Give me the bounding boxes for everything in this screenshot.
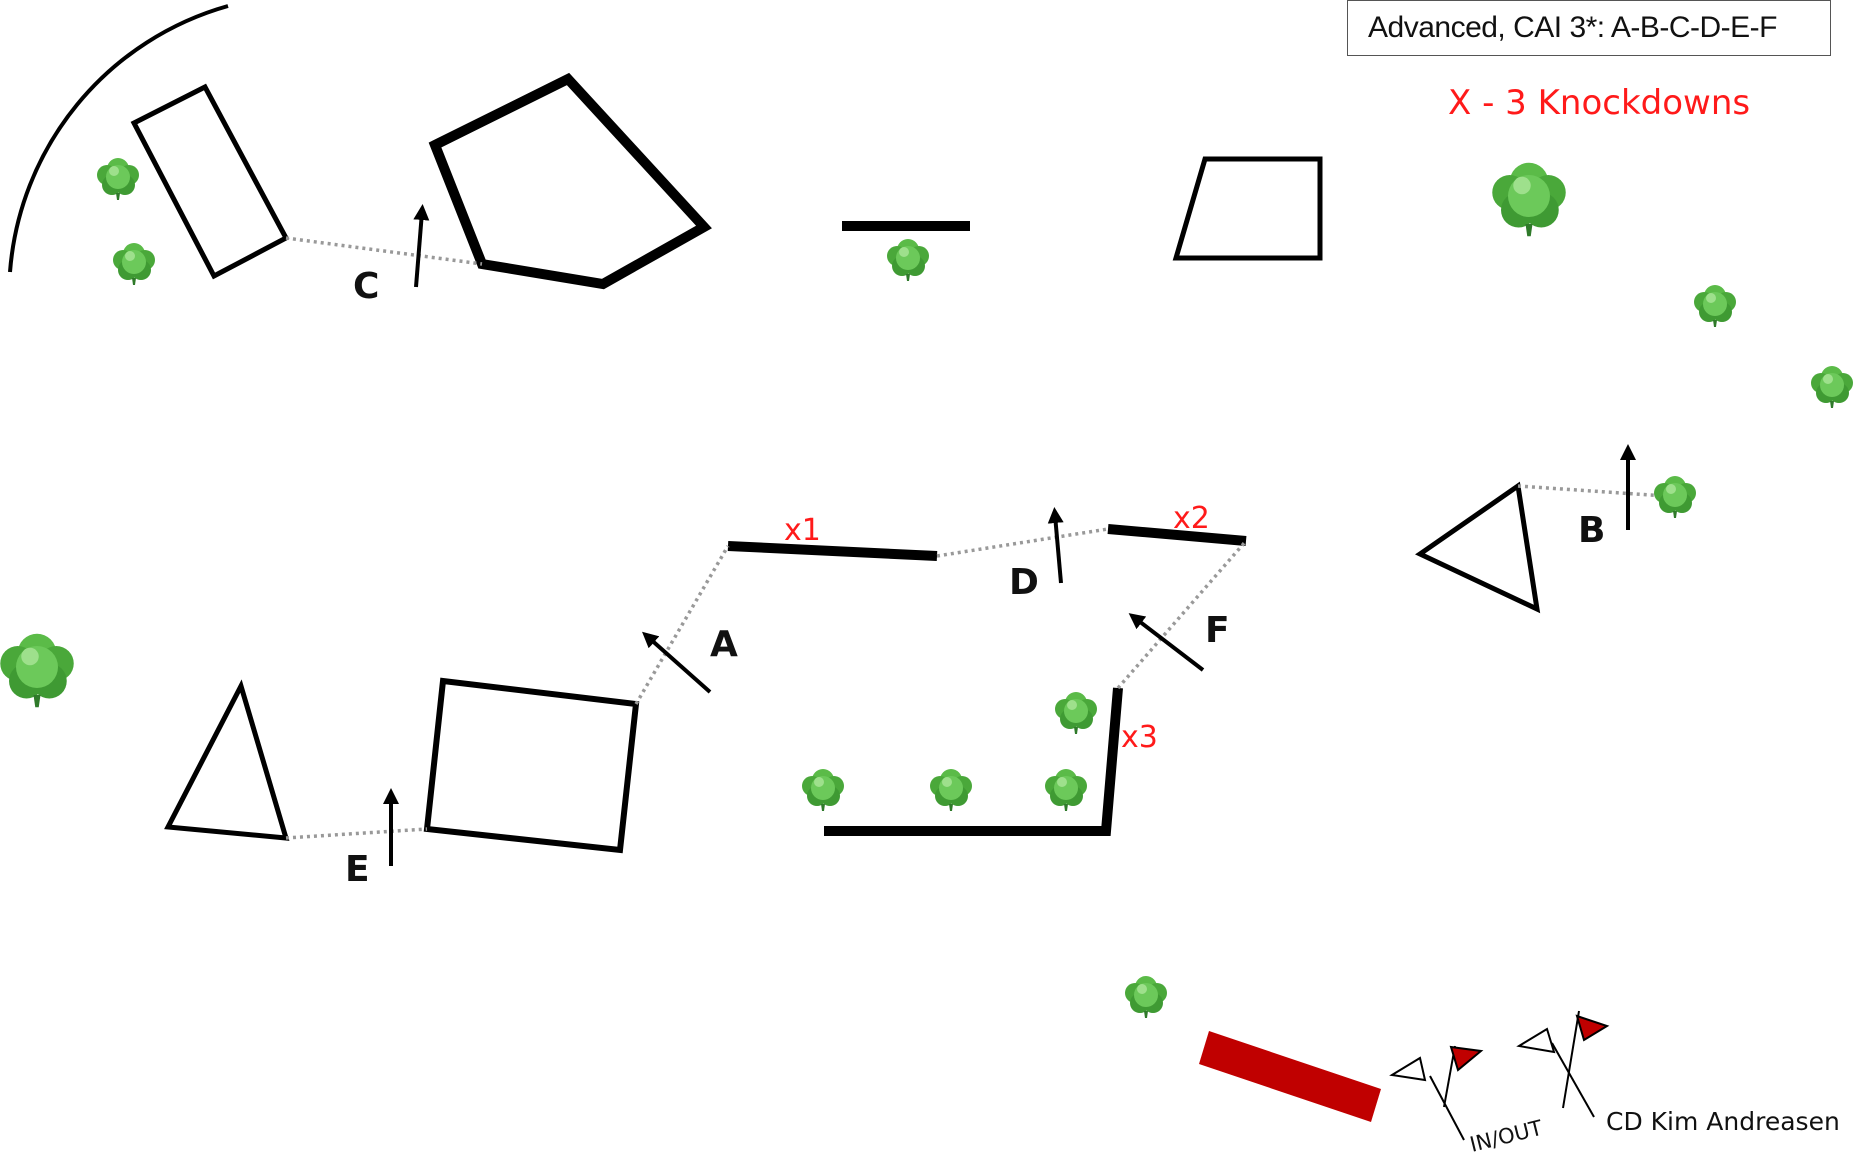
knockdown-label-x3: x3	[1121, 720, 1158, 755]
arena-arc	[8, 4, 229, 273]
tree-icon	[1694, 285, 1736, 327]
course-title: Advanced, CAI 3*: A-B-C-D-E-F	[1368, 11, 1777, 44]
tree-icon	[97, 158, 139, 200]
start-finish-label: IN/OUT	[1467, 1116, 1544, 1156]
tree-icon	[1654, 476, 1696, 518]
gate-label-d: D	[1009, 562, 1039, 603]
gate-label-b: B	[1578, 510, 1605, 551]
gate-label-f: F	[1205, 610, 1230, 651]
gate-line-a	[634, 545, 730, 705]
tree-icon	[1125, 976, 1167, 1018]
knockdown-legend: X - 3 Knockdowns	[1448, 83, 1751, 123]
gate-label-e: E	[345, 849, 370, 890]
tree-icon	[0, 633, 74, 708]
course-title-box: Advanced, CAI 3*: A-B-C-D-E-F	[1347, 0, 1831, 56]
arrow-up-icon	[642, 631, 712, 694]
obstacle-triangle-right	[1415, 481, 1541, 614]
tree-icon	[113, 243, 155, 285]
gate-line-e	[285, 827, 428, 840]
gate-label-a: A	[710, 624, 738, 665]
knockdown-bar-x3	[824, 687, 1123, 836]
flag-icon	[1389, 1045, 1484, 1141]
gate-line-d	[936, 527, 1109, 558]
tree-icon	[1045, 769, 1087, 811]
obstacle-triangle-left	[164, 679, 290, 841]
flag-icon	[1516, 1010, 1610, 1118]
arrow-up-icon	[1128, 613, 1205, 672]
tree-icon	[887, 239, 929, 281]
tree-icon	[930, 769, 972, 811]
tree-icon	[1492, 162, 1566, 237]
knockdown-bar-x2	[1107, 524, 1247, 546]
gate-line-b	[1517, 484, 1666, 498]
gate-label-c: C	[353, 266, 379, 307]
start-finish-box	[1199, 1031, 1381, 1122]
obstacle-rectangle-bottom	[423, 677, 640, 854]
obstacle-pentagon	[428, 72, 712, 290]
arrow-up-icon	[1047, 507, 1064, 584]
tree-icon	[1811, 366, 1853, 408]
designer-credit: CD Kim Andreasen	[1606, 1107, 1840, 1136]
gate-line-c	[285, 236, 483, 266]
knockdown-bar-x1	[727, 541, 938, 561]
obstacle-trapezoid	[1172, 156, 1323, 261]
arrow-up-icon	[413, 204, 430, 288]
tree-icon	[1055, 692, 1097, 734]
knockdown-label-x1: x1	[784, 513, 821, 548]
obstacle-rectangle-top-left	[130, 83, 290, 280]
tree-icon	[802, 769, 844, 811]
gate-line-f	[1116, 539, 1248, 690]
knockdown-label-x2: x2	[1173, 501, 1210, 536]
